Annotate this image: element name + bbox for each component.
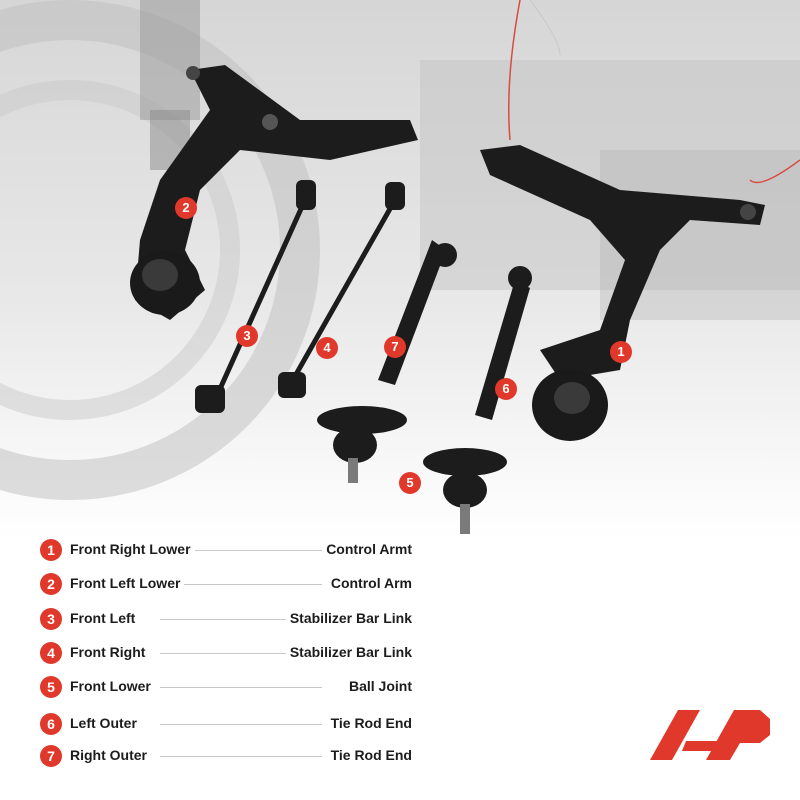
legend-number: 6	[40, 713, 62, 735]
legend-right-label: Tie Rod End	[326, 715, 412, 731]
leader-line	[160, 550, 322, 551]
leader-line	[160, 619, 322, 620]
legend-right-label: Stabilizer Bar Link	[285, 610, 412, 626]
legend-item: 5 Front Lower Ball Joint	[40, 675, 412, 699]
legend-number: 3	[40, 608, 62, 630]
legend-right-label: Control Armt	[322, 541, 412, 557]
legend-right-label: Tie Rod End	[326, 747, 412, 763]
legend-item: 7 Right Outer Tie Rod End	[40, 744, 412, 768]
ball-joint-2	[423, 448, 507, 534]
legend-left-label: Left Outer	[70, 715, 141, 731]
legend-right-label: Stabilizer Bar Link	[285, 644, 412, 660]
callout-6: 6	[495, 378, 517, 400]
tie-rod-end-left	[475, 266, 532, 420]
parts-illustration	[130, 65, 765, 534]
legend-number: 5	[40, 676, 62, 698]
legend-right-label: Control Arm	[326, 575, 412, 591]
leader-line	[160, 687, 322, 688]
legend-item: 6 Left Outer Tie Rod End	[40, 712, 412, 736]
legend-item: 2 Front Left Lower Control Arm	[40, 572, 412, 596]
callout-5: 5	[399, 472, 421, 494]
control-arm-left	[130, 65, 418, 320]
legend-number: 7	[40, 745, 62, 767]
legend-item: 4 Front Right Stabilizer Bar Link	[40, 641, 412, 665]
leader-line	[160, 653, 322, 654]
legend-left-label: Front Left Lower	[70, 575, 185, 591]
legend-left-label: Right Outer	[70, 747, 151, 763]
callout-3: 3	[236, 325, 258, 347]
control-arm-right	[480, 145, 765, 441]
legend-left-label: Front Lower	[70, 678, 155, 694]
legend-right-label: Ball Joint	[344, 678, 412, 694]
legend-left-label: Front Right	[70, 644, 150, 660]
legend-item: 3 Front Left Stabilizer Bar Link	[40, 607, 412, 631]
callout-2: 2	[175, 197, 197, 219]
leader-line	[160, 756, 322, 757]
brand-logo	[650, 710, 770, 760]
legend-number: 2	[40, 573, 62, 595]
callout-7: 7	[384, 336, 406, 358]
leader-line	[160, 584, 322, 585]
leader-line	[160, 724, 322, 725]
legend-left-label: Front Left	[70, 610, 140, 626]
legend-item: 1 Front Right Lower Control Armt	[40, 538, 412, 562]
callout-4: 4	[316, 337, 338, 359]
background-photo	[0, 0, 800, 540]
stabilizer-link-left	[195, 180, 316, 413]
legend-number: 1	[40, 539, 62, 561]
stabilizer-link-right	[278, 182, 405, 398]
ball-joint-1	[317, 406, 407, 483]
legend-left-label: Front Right Lower	[70, 541, 195, 557]
tie-rod-end-right	[378, 240, 457, 385]
legend-number: 4	[40, 642, 62, 664]
callout-1: 1	[610, 341, 632, 363]
